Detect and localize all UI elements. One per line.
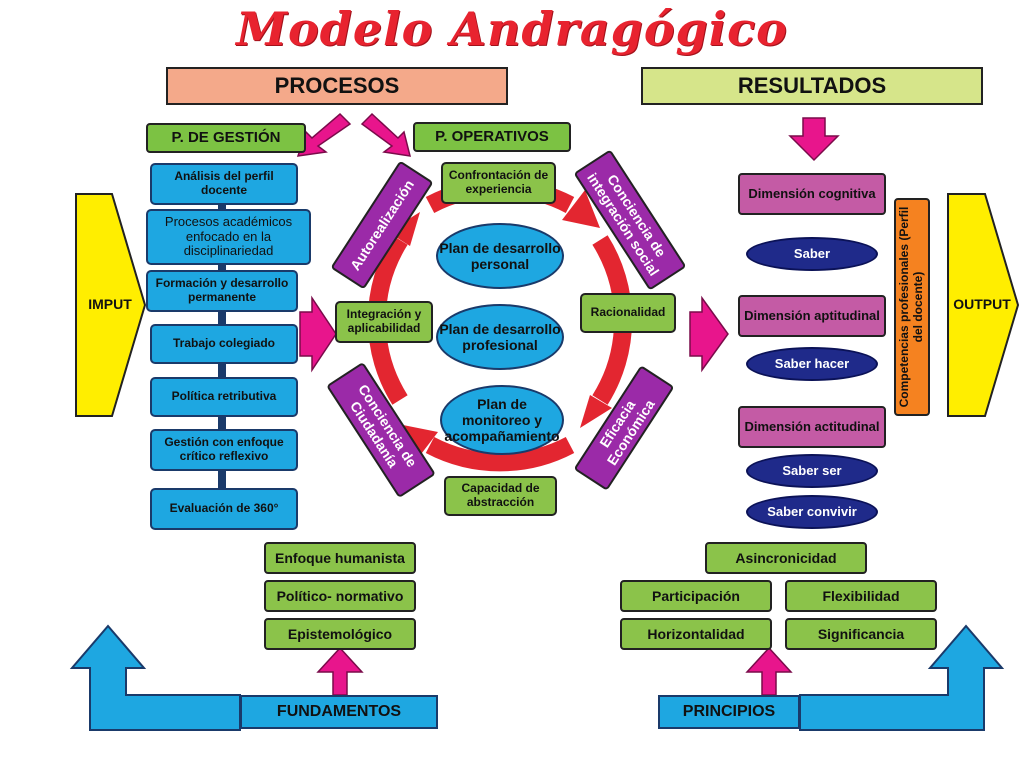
fundamento-humanista: Enfoque humanista [264, 542, 416, 574]
gestion-item-3: Formación y desarrollo permanente [146, 270, 298, 312]
principio-flexibilidad: Flexibilidad [785, 580, 937, 612]
gestion-item-2: Procesos académicos enfocado en la disci… [146, 209, 311, 265]
cycle-head-left [388, 212, 420, 246]
principios-bar: PRINCIPIOS [658, 695, 800, 729]
p-operativos-header: P. OPERATIVOS [413, 122, 571, 152]
cycle-head-top [562, 190, 600, 228]
arrow-cycle-to-results [689, 295, 729, 373]
cycle-arc-bottom [425, 436, 575, 472]
gestion-item-4: Trabajo colegiado [150, 324, 298, 364]
output-label: OUTPUT [953, 295, 1011, 312]
dimension-actitudinal: Dimensión actitudinal [738, 406, 886, 448]
principio-significancia: Significancia [785, 618, 937, 650]
gestion-item-7: Evaluación de 360° [150, 488, 298, 530]
cycle-head-right [580, 395, 612, 428]
procesos-header: PROCESOS [166, 67, 508, 105]
operativo-confrontacion: Confrontación de experiencia [441, 162, 556, 204]
arrow-procesos-gestion [296, 112, 352, 157]
plan-personal: Plan de desarrollo personal [436, 223, 564, 289]
input-label: IMPUT [88, 295, 132, 312]
principios-return-arrow [799, 624, 1005, 731]
plan-monitoreo: Plan de monitoreo y acompañamiento [440, 385, 564, 455]
saber-convivir: Saber convivir [746, 495, 878, 529]
principio-horizontalidad: Horizontalidad [620, 618, 772, 650]
gestion-item-5: Política retributiva [150, 377, 298, 417]
arrow-resultados-down [788, 117, 840, 162]
principio-participacion: Participación [620, 580, 772, 612]
resultados-header: RESULTADOS [641, 67, 983, 105]
saber: Saber [746, 237, 878, 271]
operativo-racionalidad: Racionalidad [580, 293, 676, 333]
gestion-item-1: Análisis del perfil docente [150, 163, 298, 205]
competencias-box: Competencias profesionales (Perfil del d… [894, 198, 930, 416]
saber-hacer: Saber hacer [746, 347, 878, 381]
plan-profesional: Plan de desarrollo profesional [436, 304, 564, 370]
input-arrow [75, 193, 147, 417]
output-arrow [947, 193, 1020, 417]
fundamentos-return-arrow [69, 624, 241, 731]
dimension-cognitiva: Dimensión cognitiva [738, 173, 886, 215]
fundamento-epistemologico: Epistemológico [264, 618, 416, 650]
operativo-integracion: Integración y aplicabilidad [335, 301, 433, 343]
p-gestion-header: P. DE GESTIÓN [146, 123, 306, 153]
page-title: Modelo Andragógico [236, 2, 788, 56]
arrow-up-fundamentos [316, 646, 364, 696]
dimension-aptitudinal: Dimensión aptitudinal [738, 295, 886, 337]
gestion-item-6: Gestión con enfoque crítico reflexivo [150, 429, 298, 471]
principio-asincronicidad: Asincronicidad [705, 542, 867, 574]
arrow-gestion-to-cycle [299, 295, 337, 373]
fundamento-politico: Político- normativo [264, 580, 416, 612]
arrow-up-principios [745, 646, 793, 696]
operativo-abstraccion: Capacidad de abstracción [444, 476, 557, 516]
arrow-procesos-operativos [360, 112, 412, 157]
saber-ser: Saber ser [746, 454, 878, 488]
fundamentos-bar: FUNDAMENTOS [240, 695, 438, 729]
